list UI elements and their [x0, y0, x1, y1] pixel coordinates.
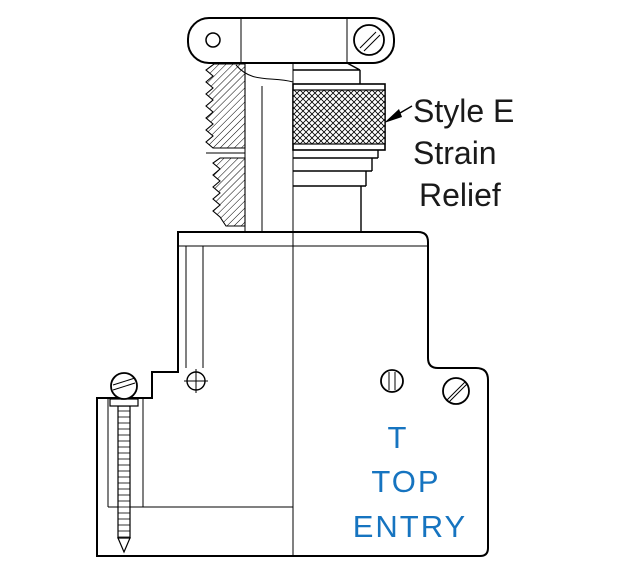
callout-arrow-line [399, 105, 413, 114]
body-inner-lines [107, 245, 428, 508]
section-hatch-lower [212, 157, 246, 227]
body-screw-center-slot [388, 372, 396, 390]
connector-body [96, 231, 489, 557]
body-outline-right [293, 231, 489, 557]
fasteners [109, 369, 470, 554]
nut-neck-lines [293, 62, 361, 84]
bolt-washer [109, 398, 139, 407]
section-hatch-upper [205, 63, 246, 149]
section-detail-lines [206, 64, 294, 232]
top-clamp-bar [187, 17, 395, 64]
callout: Style E Strain Relief [384, 93, 514, 213]
coupling-step-lines [293, 150, 379, 232]
entry-line-2: TOP [371, 464, 440, 499]
callout-line-2: Strain [413, 135, 497, 171]
strain-relief-nut [292, 62, 386, 232]
body-screw-right [442, 377, 470, 405]
entry-line-1: T [388, 420, 409, 455]
clamp-screw-slot [359, 31, 381, 52]
sectioned-clamp-body [205, 63, 294, 232]
entry-label: T TOP ENTRY [353, 420, 468, 544]
pilot-hole-crosshair [184, 369, 208, 393]
flange-bolt [109, 372, 139, 554]
entry-line-3: ENTRY [353, 509, 468, 544]
bolt-tip [117, 537, 131, 554]
callout-line-3: Relief [419, 177, 501, 213]
bolt-head-slot [112, 377, 136, 391]
clamp-hole [205, 32, 221, 48]
body-outline-left [96, 231, 293, 557]
body-screw-center [380, 369, 404, 393]
clamp-bar-outline [187, 17, 395, 64]
body-screw-center-head [380, 369, 404, 393]
callout-arrowhead [384, 109, 402, 123]
clamp-bar-detail-lines [240, 18, 348, 63]
pilot-hole [184, 369, 208, 393]
knurl-band [292, 89, 386, 145]
bolt-shaft [117, 405, 131, 539]
callout-line-1: Style E [413, 93, 514, 129]
clamp-screw [353, 24, 385, 56]
body-screw-right-slot [446, 381, 468, 403]
